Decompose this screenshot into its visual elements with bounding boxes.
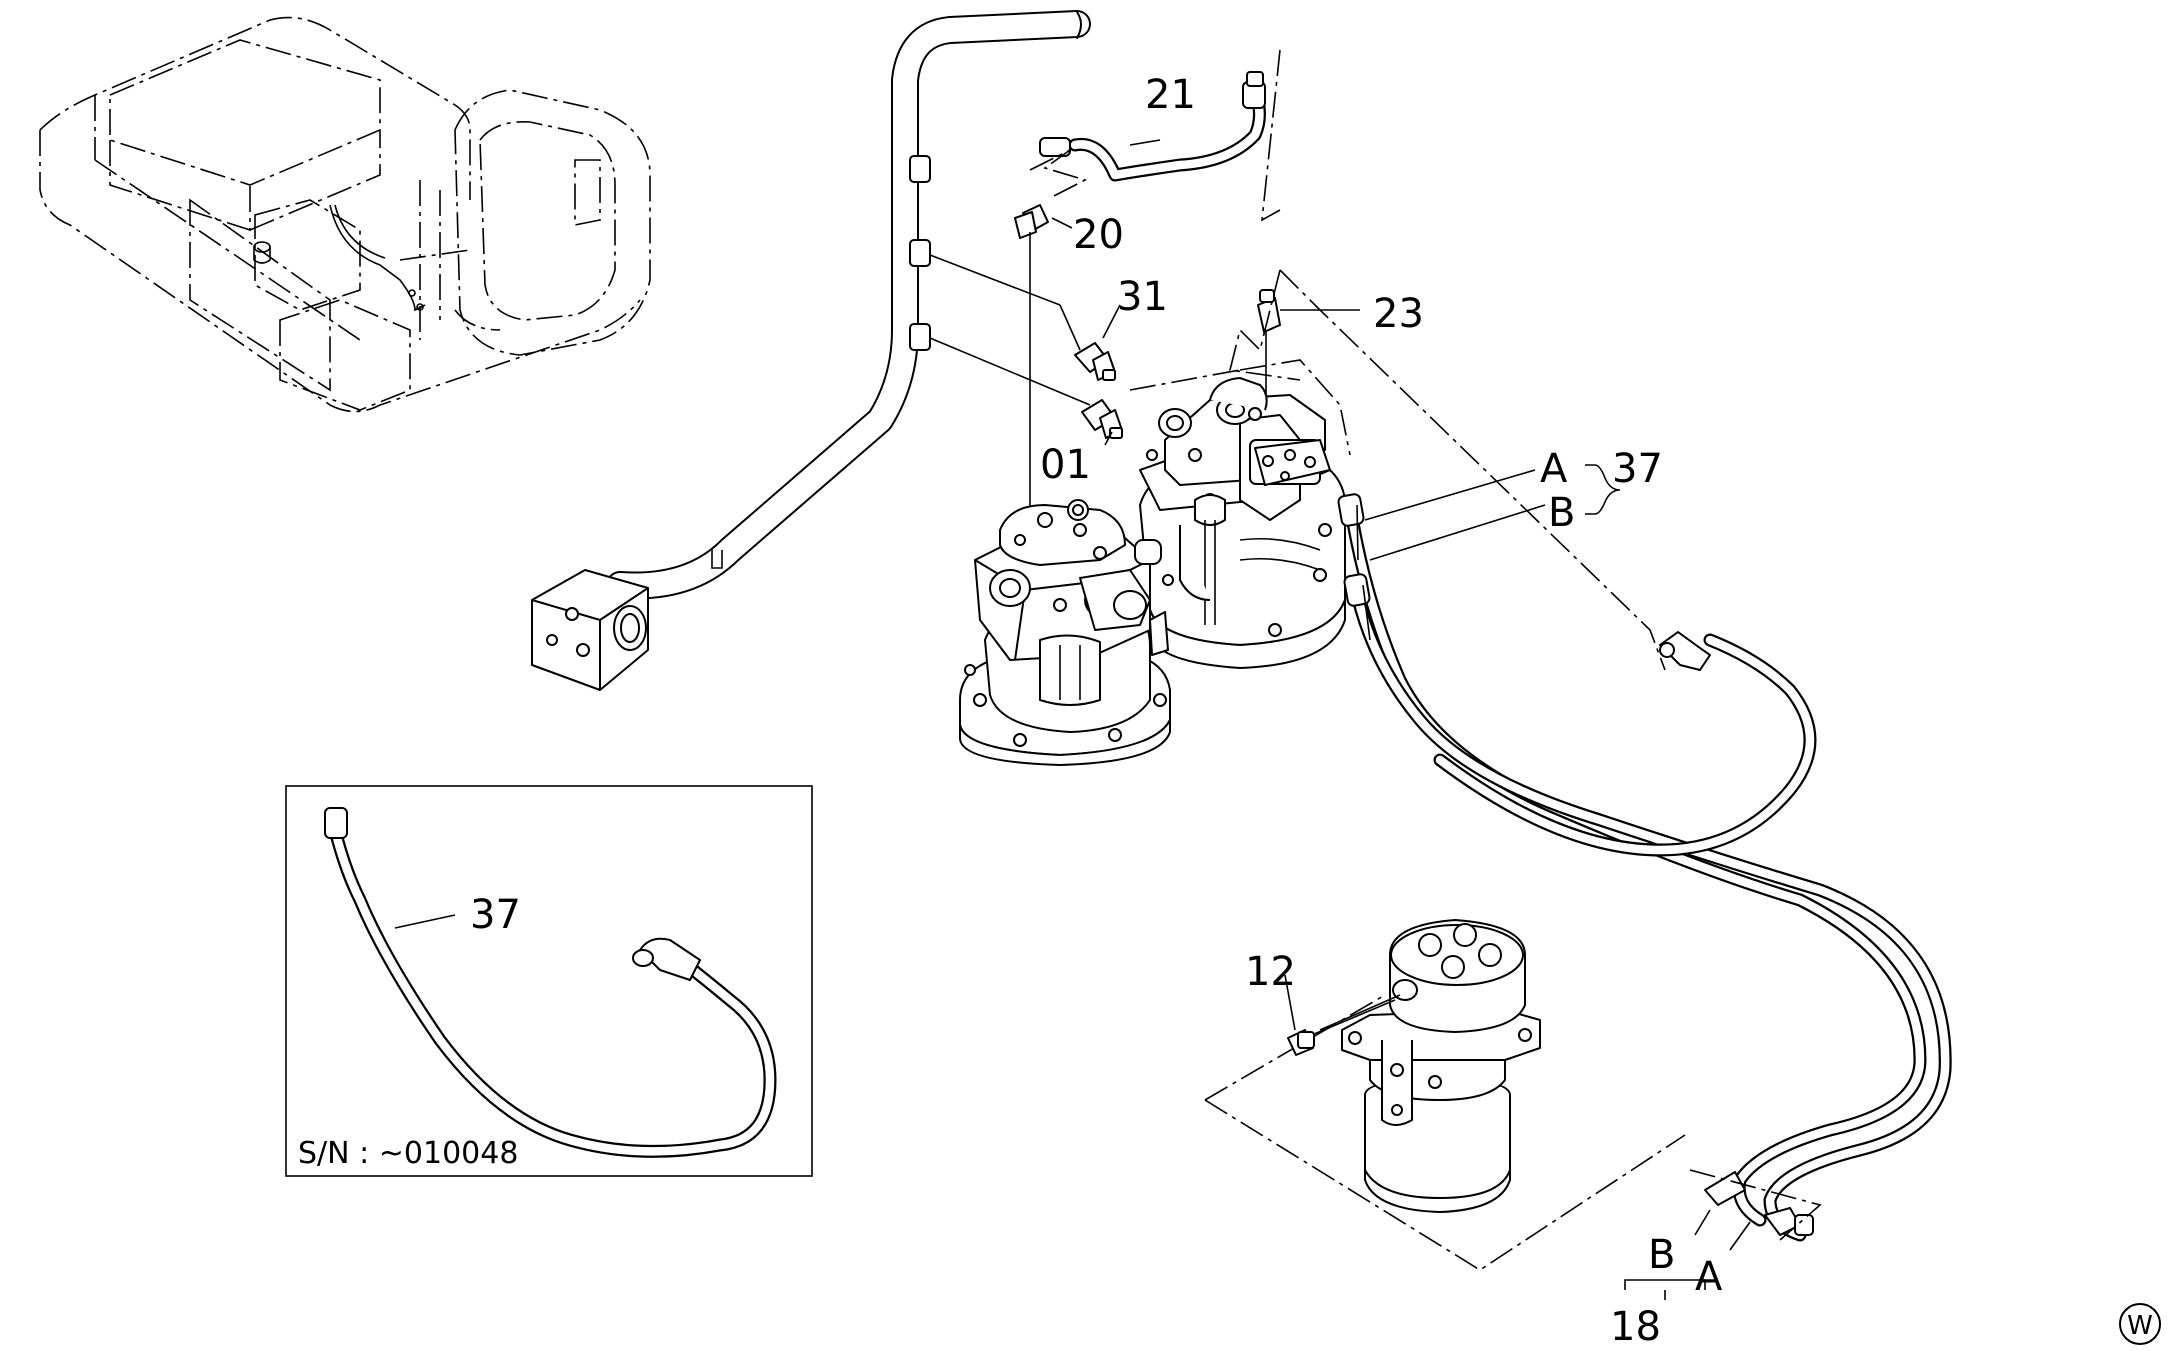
label-01: 01 <box>1040 442 1091 488</box>
label-23: 23 <box>1373 291 1424 337</box>
connector-block <box>531 569 649 691</box>
label-12: 12 <box>1245 949 1296 995</box>
inset-serial-number: S/N : ~010048 <box>298 1136 518 1171</box>
pipe-clamps <box>711 155 1091 569</box>
corner-mark-letter: W <box>2127 1311 2153 1341</box>
hose-right <box>1433 631 1817 857</box>
swivel-joint <box>1204 919 1686 1271</box>
pipe-line <box>606 10 1091 600</box>
fitting-12 <box>1287 1029 1315 1056</box>
label-31: 31 <box>1117 274 1168 320</box>
hose-ends-18 <box>1689 1169 1822 1241</box>
label-b-top: B <box>1548 490 1575 536</box>
label-a-top: A <box>1540 446 1568 492</box>
fitting-01 <box>1081 399 1123 439</box>
fitting-20 <box>1014 204 1049 545</box>
fitting-31 <box>1059 304 1116 381</box>
corner-mark-w: W <box>2119 1303 2161 1345</box>
label-b-bottom: B <box>1648 1232 1675 1278</box>
label-18: 18 <box>1610 1304 1661 1350</box>
swing-motor-rear <box>1139 377 1346 669</box>
hoses-ab <box>1337 493 1952 1242</box>
label-37-inset: 37 <box>470 892 521 938</box>
inset-panel <box>285 785 813 1177</box>
label-21: 21 <box>1145 72 1196 118</box>
label-a-bottom: A <box>1695 1254 1723 1300</box>
guide-lines <box>1029 49 1666 671</box>
leader-lines <box>394 139 1751 1300</box>
excavator-overview <box>39 16 651 413</box>
label-20: 20 <box>1073 212 1124 258</box>
swing-motor-front <box>959 499 1171 766</box>
hose-21 <box>1039 71 1266 182</box>
label-37-top: 37 <box>1612 446 1663 492</box>
